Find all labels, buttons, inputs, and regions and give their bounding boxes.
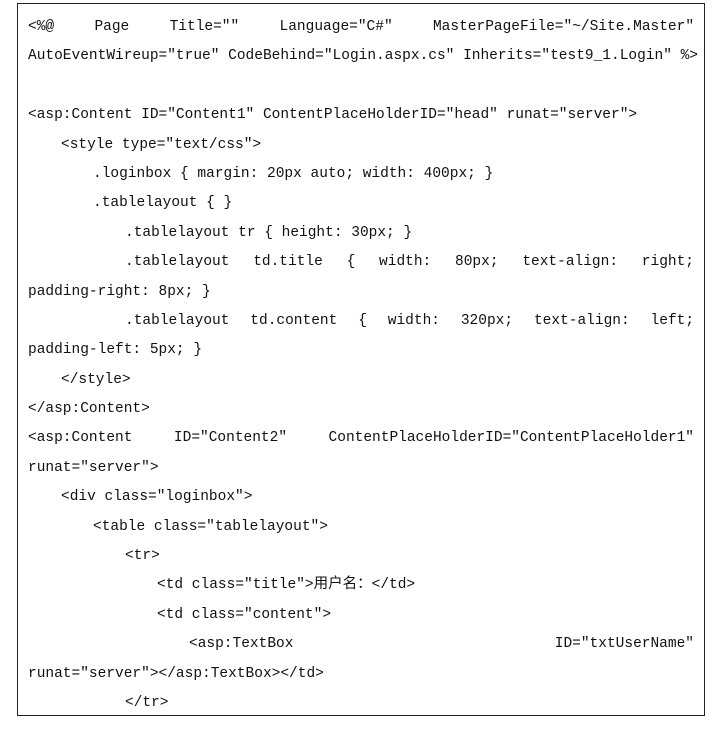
code-line: .tablelayout tr { height: 30px; }	[125, 224, 413, 241]
code-token: td.title	[253, 254, 323, 271]
code-token: 320px;	[460, 312, 514, 329]
code-line: .loginbox { margin: 20px auto; width: 40…	[93, 165, 494, 182]
code-token: {	[358, 312, 367, 329]
code-token: .tablelayout	[125, 312, 230, 329]
code-token: {	[346, 254, 356, 271]
code-line: padding-left: 5px; }	[28, 342, 203, 359]
code-line: <td class="title">用户名：</td>	[157, 577, 416, 594]
code-line: runat="server">	[28, 459, 159, 476]
code-token: width:	[379, 254, 432, 271]
code-line: </tr>	[125, 694, 169, 711]
code-line: <table class="tablelayout">	[93, 518, 328, 535]
code-line: AutoEventWireup="true" CodeBehind="Login…	[28, 48, 699, 65]
code-token: ID="Content2"	[173, 430, 288, 447]
code-line: <asp:Content ID="Content1" ContentPlaceH…	[28, 107, 638, 124]
code-line: <div class="loginbox">	[61, 489, 253, 506]
code-token: ID="txtUserName"	[554, 636, 694, 653]
code-token: width:	[387, 312, 440, 329]
code-token: left;	[650, 312, 695, 329]
code-line: <style type="text/css">	[61, 136, 262, 153]
code-line: <%@ Page Title="" Language="C#" MasterPa…	[28, 13, 694, 42]
code-token: .tablelayout	[125, 254, 230, 271]
code-token: <asp:TextBox	[189, 636, 294, 653]
code-line: .tablelayout td.title { width: 80px; tex…	[28, 248, 694, 277]
code-token: td.content	[250, 312, 338, 329]
code-line: .tablelayout { }	[93, 195, 233, 212]
code-token: <%@	[28, 19, 55, 35]
code-line	[28, 72, 694, 101]
code-token: Language="C#"	[279, 19, 393, 35]
code-token: text-align:	[533, 312, 630, 329]
code-token: right;	[641, 254, 695, 271]
code-token: 80px;	[455, 254, 499, 271]
code-line: .tablelayout td.content { width: 320px; …	[28, 307, 694, 336]
code-line: <asp:Content ID="Content2" ContentPlaceH…	[28, 424, 694, 453]
code-listing-box: <%@ Page Title="" Language="C#" MasterPa…	[17, 3, 705, 716]
code-line: <td class="content">	[157, 606, 332, 623]
code-line: runat="server"></asp:TextBox></td>	[28, 665, 324, 682]
code-line: <asp:TextBox ID="txtUserName"	[28, 630, 694, 659]
code-token: ContentPlaceHolderID="ContentPlaceHolder…	[328, 430, 695, 447]
code-line: padding-right: 8px; }	[28, 283, 211, 300]
code-line: </style>	[61, 371, 131, 388]
code-line: <tr>	[125, 548, 160, 565]
code-token: text-align:	[522, 254, 619, 271]
code-token: <asp:Content	[28, 430, 133, 447]
code-token: Title=""	[169, 19, 240, 35]
code-token: Page	[94, 19, 130, 35]
code-token: MasterPageFile="~/Site.Master"	[432, 19, 695, 35]
code-line: </asp:Content>	[28, 401, 150, 418]
